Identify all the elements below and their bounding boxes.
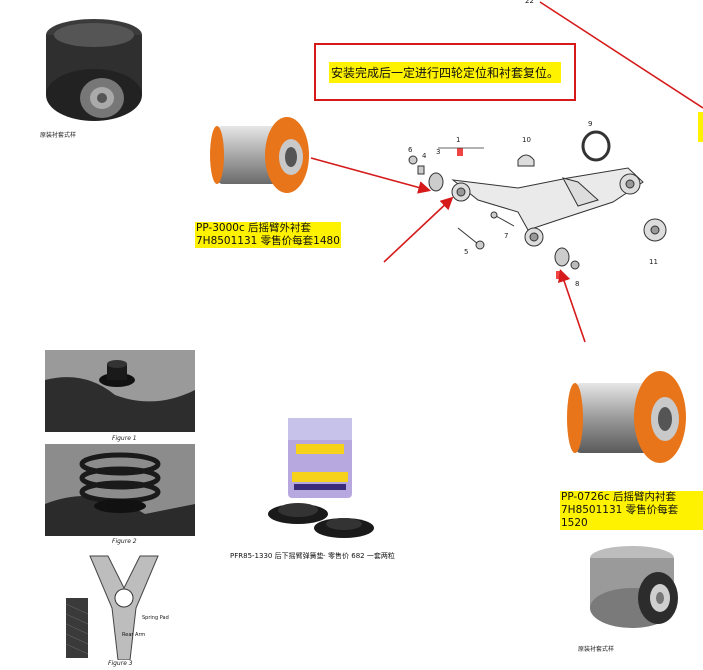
pp3000c-bushing-photo: [205, 112, 313, 196]
figure3-spring-pad-label: Spring Pad: [142, 615, 169, 621]
original-bushing-top-caption: 原装衬套式样: [40, 132, 77, 139]
powerflex-package-icon: [268, 418, 374, 538]
pp0726c-bushing-photo: [565, 365, 690, 470]
diagram-label-7: 7: [504, 232, 508, 240]
pp0726c-label: PP-0726c 后摇臂内衬套 7H8501131 零售价每套1520: [560, 491, 703, 530]
figure3-caption: Figure 3: [108, 660, 133, 667]
pp0726c-line1: PP-0726c 后摇臂内衬套: [560, 491, 703, 504]
suspension-diagram-icon: 1 6 4 3 10 9 7 5 8 11: [408, 120, 667, 288]
installation-notice-text: 安装完成后一定进行四轮定位和衬套复位。: [328, 61, 561, 83]
original-bushing-bottom-caption: 原装衬套式样: [578, 646, 615, 653]
diagram-label-11: 11: [649, 258, 658, 266]
diagram-label-10: 10: [522, 136, 531, 144]
figure1-photo: [45, 350, 195, 432]
figure1-caption: Figure 1: [112, 435, 137, 442]
diagram-top-number: 22: [525, 0, 534, 5]
original-bushing-top-photo: [34, 10, 154, 128]
figure2-caption: Figure 2: [112, 538, 137, 545]
pp3000c-label: PP-3000c 后摇臂外衬套 7H8501131 零售价每套1480: [195, 222, 341, 248]
diagram-label-4: 4: [422, 152, 427, 160]
diagram-label-9: 9: [588, 120, 592, 128]
pp0726c-line2: 7H8501131 零售价每套1520: [560, 504, 703, 530]
rubber-bushing-icon: [590, 546, 678, 628]
diagram-label-8: 8: [575, 280, 579, 288]
figure3-rear-arm-label: Rear Arm: [122, 632, 146, 638]
installation-notice: 安装完成后一定进行四轮定位和衬套复位。: [314, 43, 576, 101]
poly-bushing-icon: [567, 371, 686, 463]
right-edge-highlight: [698, 112, 703, 142]
diagram-label-6: 6: [408, 146, 413, 154]
pfr85-caption: PFR85-1330 后下摇臂弹簧垫· 零售价 682 一套两粒: [230, 552, 395, 560]
figure3-drawing: [60, 548, 190, 661]
pp3000c-line1: PP-3000c 后摇臂外衬套: [195, 222, 341, 235]
diagram-label-5: 5: [464, 248, 468, 256]
diagram-label-1: 1: [456, 136, 460, 144]
poly-bushing-icon: [210, 117, 309, 193]
original-bushing-bottom-photo: [578, 540, 686, 632]
pp3000c-line2: 7H8501131 零售价每套1480: [195, 235, 341, 248]
diagram-label-3: 3: [436, 148, 440, 156]
figure2-photo: [45, 444, 195, 536]
rubber-bushing-icon: [46, 19, 142, 121]
suspension-exploded-diagram: 1 6 4 3 10 9 7 5 8 11: [398, 120, 688, 290]
pfr85-product-photo: [258, 410, 378, 546]
